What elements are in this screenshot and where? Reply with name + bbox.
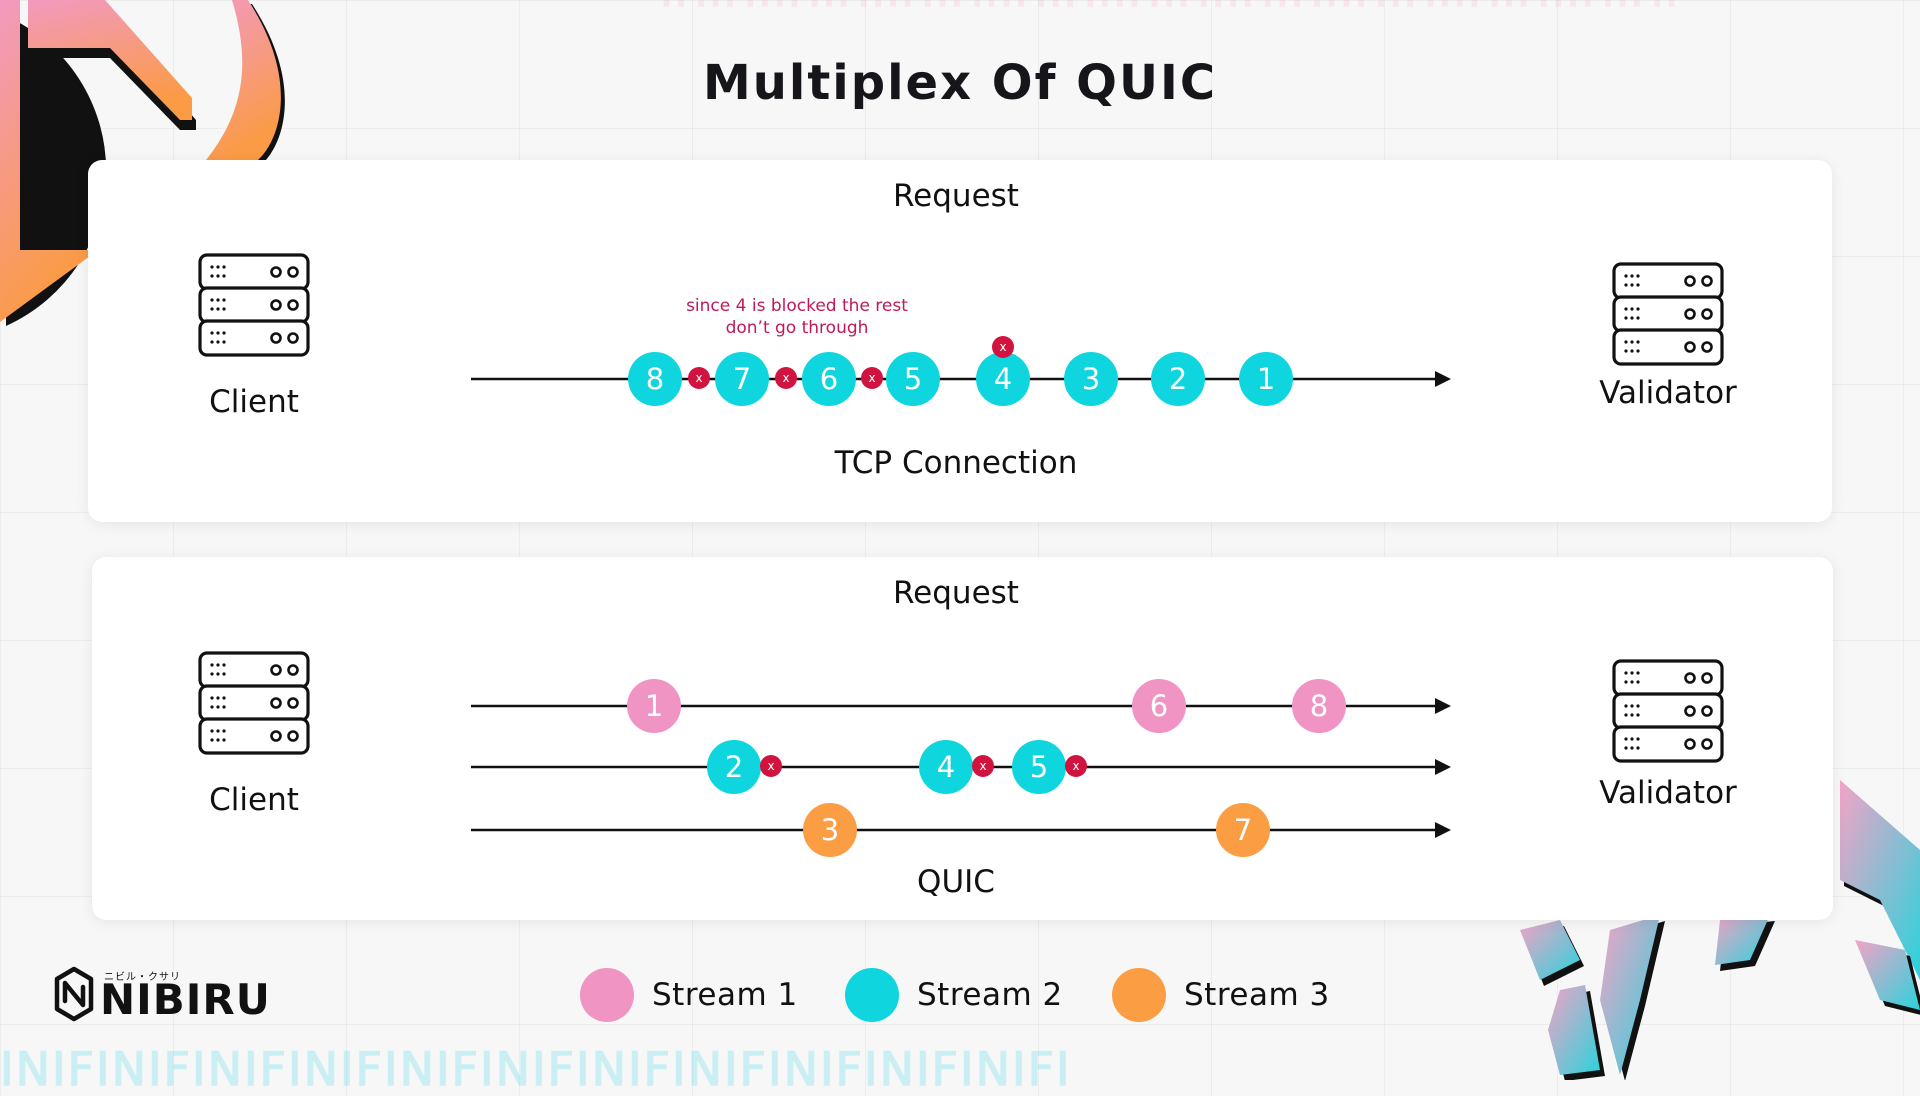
svg-text:x: x	[767, 759, 774, 773]
svg-text:x: x	[1072, 759, 1079, 773]
tcp-validator-label: Validator	[1599, 375, 1737, 411]
tcp-connection-label: TCP Connection	[834, 445, 1078, 481]
validator-server-icon	[1612, 262, 1724, 366]
svg-text:3: 3	[821, 813, 839, 847]
tcp-panel: Request Client Validator since 4 is bloc…	[88, 160, 1832, 522]
tcp-packet-1: 1	[1239, 352, 1293, 406]
quic-packet-8: 8	[1292, 679, 1346, 733]
svg-text:x: x	[782, 371, 789, 385]
legend-label-stream3: Stream 3	[1184, 977, 1330, 1013]
blocked-x-icon: x	[775, 367, 797, 389]
blocked-x-icon: x	[972, 755, 994, 777]
blocked-x-icon: x	[992, 336, 1014, 358]
logo-wordmark: NIBIRU	[100, 975, 271, 1024]
blocked-note-line1: since 4 is blocked the rest	[686, 296, 908, 316]
quic-packet-5: 5	[1012, 740, 1066, 794]
blocked-x-icon: x	[760, 755, 782, 777]
quic-client-label: Client	[209, 782, 299, 818]
svg-text:1: 1	[1257, 362, 1275, 396]
corner-decoration-bottom-right	[1520, 780, 1920, 1080]
tcp-packet-3: 3	[1064, 352, 1118, 406]
stream1-swatch	[580, 968, 634, 1022]
top-decorative-pattern: ꓲꓵꓲꓵꓲꓲꓵꓲꓵꓲꓲꓵꓲꓵꓲꓲꓵꓲꓵꓲꓲꓵꓲꓵꓲꓲꓵꓲꓵꓲꓲꓵꓲꓵꓲꓲꓵꓲꓵꓲ…	[660, 0, 1920, 17]
tcp-client-label: Client	[209, 384, 299, 420]
svg-text:8: 8	[1310, 689, 1328, 723]
tcp-diagram: Request Client Validator since 4 is bloc…	[198, 178, 1737, 481]
client-server-icon	[198, 651, 310, 755]
svg-text:8: 8	[646, 362, 664, 396]
tcp-packet-8: 8	[628, 352, 682, 406]
quic-packet-3: 3	[803, 803, 857, 857]
blocked-x-icon: x	[861, 367, 883, 389]
svg-text:7: 7	[733, 362, 751, 396]
svg-text:5: 5	[1030, 750, 1048, 784]
legend-item-stream2: Stream 2	[845, 965, 1063, 1025]
quic-packet-1: 1	[627, 679, 681, 733]
blocked-note-line2: don’t go through	[726, 318, 869, 338]
svg-text:x: x	[695, 371, 702, 385]
svg-text:1: 1	[645, 689, 663, 723]
svg-text:4: 4	[994, 362, 1012, 396]
tcp-packet-5: 5	[886, 352, 940, 406]
tcp-request-header: Request	[893, 178, 1019, 214]
legend-label-stream1: Stream 1	[652, 977, 798, 1013]
tcp-packet-6: 6	[802, 352, 856, 406]
client-server-icon	[198, 253, 310, 357]
validator-server-icon	[1612, 659, 1724, 763]
svg-text:2: 2	[725, 750, 743, 784]
tcp-packets: 8 7 6 5 4 3 2 1 x x x x	[628, 336, 1293, 406]
quic-lane-stream-2: 2 4 5 x x x	[471, 740, 1451, 794]
logo-subtitle: ニビル・クサリ	[104, 972, 181, 983]
blocked-x-icon: x	[688, 367, 710, 389]
tcp-packet-2: 2	[1151, 352, 1205, 406]
quic-packet-6: 6	[1132, 679, 1186, 733]
svg-text:4: 4	[937, 750, 955, 784]
corner-decoration-top-left	[0, 0, 285, 326]
legend-label-stream2: Stream 2	[917, 977, 1063, 1013]
quic-lane-stream-1: 1 6 8	[471, 679, 1451, 733]
legend-item-stream1: Stream 1	[580, 965, 798, 1025]
quic-packet-2: 2	[707, 740, 761, 794]
quic-packet-4: 4	[919, 740, 973, 794]
bottom-decorative-pattern: ꓲꓠꓲꓝꓲꓠꓲꓝꓲꓠꓲꓝꓲꓠꓲꓝꓲꓠꓲꓝꓲꓠꓲꓝꓲꓠꓲꓝꓲꓠꓲꓝꓲꓠꓲꓝꓲꓠꓲꓝ…	[0, 1042, 1072, 1096]
quic-packet-7: 7	[1216, 803, 1270, 857]
svg-text:3: 3	[1082, 362, 1100, 396]
quic-label: QUIC	[917, 864, 995, 900]
blocked-x-icon: x	[1065, 755, 1087, 777]
svg-text:7: 7	[1234, 813, 1252, 847]
svg-text:x: x	[979, 759, 986, 773]
svg-text:x: x	[868, 371, 875, 385]
svg-text:6: 6	[820, 362, 838, 396]
svg-text:5: 5	[904, 362, 922, 396]
tcp-connection-line	[471, 371, 1451, 387]
stream2-swatch	[845, 968, 899, 1022]
legend-item-stream3: Stream 3	[1112, 965, 1330, 1025]
nibiru-logo-icon	[54, 966, 94, 1022]
tcp-packet-4: 4	[976, 352, 1030, 406]
page-title: Multiplex Of QUIC	[702, 55, 1218, 111]
svg-text:2: 2	[1169, 362, 1187, 396]
svg-text:x: x	[999, 340, 1006, 354]
tcp-packet-7: 7	[715, 352, 769, 406]
stream3-swatch	[1112, 968, 1166, 1022]
quic-request-header: Request	[893, 575, 1019, 611]
quic-validator-label: Validator	[1599, 775, 1737, 811]
svg-text:6: 6	[1150, 689, 1168, 723]
